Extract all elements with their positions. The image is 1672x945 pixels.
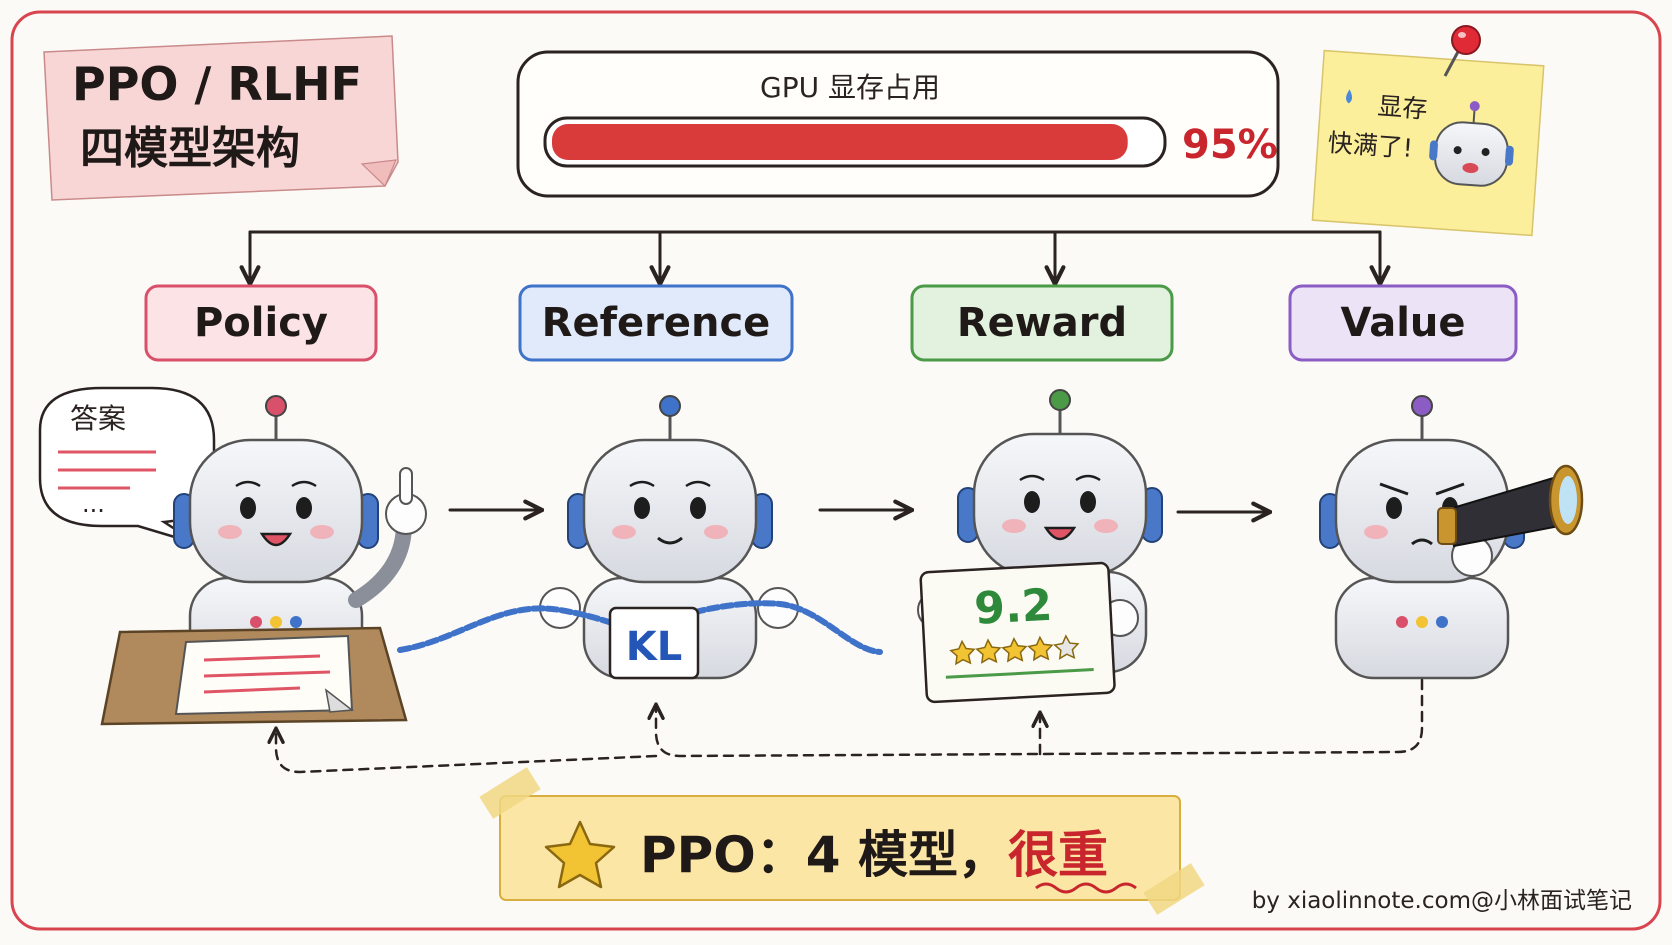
model-label-policy: Policy [144, 284, 378, 362]
summary-banner: PPO：4 模型，很重 [479, 767, 1205, 915]
credit-text: by xiaolinnote.com@小林面试笔记 [1252, 888, 1632, 914]
rating-star-icon [975, 638, 1002, 664]
outer-frame [10, 10, 1662, 931]
title-line1: PPO / RLHF [72, 57, 362, 111]
gpu-label: GPU 显存占用 [760, 71, 940, 104]
title-note: PPO / RLHF 四模型架构 [43, 35, 399, 201]
resource-connector [250, 230, 1380, 282]
telescope-icon [1437, 464, 1584, 548]
value-robot [1319, 395, 1525, 680]
rating-star-icon [1027, 635, 1054, 662]
model-label-text: Reward [957, 300, 1127, 346]
model-label-text: Value [1340, 300, 1465, 346]
model-flow-arrows [448, 510, 1268, 512]
reward-score: 9.2 [973, 580, 1054, 635]
rating-star-icon [949, 639, 976, 666]
gpu-memory-panel: GPU 显存占用 95% [516, 50, 1280, 198]
reward-score-card: 9.2 [919, 561, 1116, 704]
sticky-line1: 显存 [1377, 91, 1429, 123]
star-icon [544, 820, 616, 889]
pushpin-icon [1443, 25, 1481, 77]
feedback-dashed-loop [276, 678, 1424, 774]
model-label-reference: Reference [518, 284, 794, 362]
kl-badge: KL [608, 606, 700, 680]
emphasis-underline [1035, 882, 1137, 894]
sweat-drop-icon [1346, 89, 1353, 104]
summary-prefix: PPO：4 模型，很重 [640, 826, 1108, 884]
sticky-line2: 快满了! [1327, 128, 1414, 163]
model-label-text: Policy [194, 300, 328, 346]
rating-star-icon [1053, 634, 1080, 660]
sticky-note: 显存 快满了! [1311, 49, 1545, 237]
rating-star-icon [1001, 636, 1028, 663]
policy-speech-bubble: 答案 ... [38, 386, 216, 546]
model-label-value: Value [1288, 284, 1518, 362]
writing-desk [100, 626, 408, 726]
gpu-usage-text: 95% [1182, 122, 1278, 168]
bubble-ellipsis: ... [82, 490, 105, 518]
model-label-text: Reference [542, 300, 771, 346]
model-label-reward: Reward [910, 284, 1174, 362]
kl-badge-text: KL [626, 624, 682, 670]
gpu-progress-fill [552, 124, 1128, 160]
bubble-title: 答案 [70, 402, 126, 435]
title-line2: 四模型架构 [80, 123, 300, 174]
worried-robot-icon [1429, 101, 1514, 187]
